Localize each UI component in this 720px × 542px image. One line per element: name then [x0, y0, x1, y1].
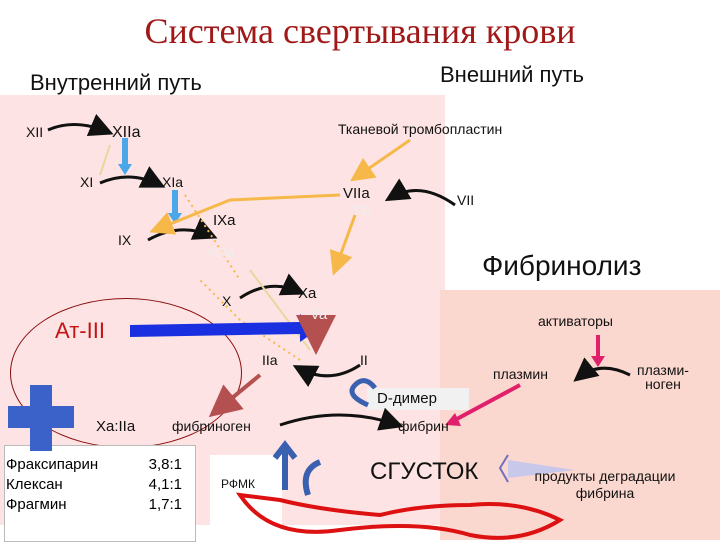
factor-ii: II [360, 352, 368, 368]
fibrin-degradation-products: продукты деградации фибрина [534, 468, 676, 501]
feedback-xia-x [184, 194, 241, 281]
feedback-xiia-xi [99, 144, 111, 176]
table-row: Фрагмин 1,7:1 [4, 495, 184, 515]
intrinsic-pathway-title: Внутренний путь [30, 70, 202, 95]
clot-label: СГУСТОК [370, 458, 479, 485]
drug-ratio-box [4, 445, 196, 542]
fibrinogen-label: фибриноген [172, 418, 251, 434]
drug-name: Клексан [6, 476, 63, 493]
drug-ratio: 1,7:1 [148, 496, 182, 513]
factor-x: X [222, 293, 232, 309]
factor-vii: VII [457, 192, 475, 208]
rfmk-label: РФМК [221, 477, 255, 491]
arrow-xi-xia [99, 166, 166, 188]
feedback-iia-x [199, 279, 301, 361]
fibrin-clot-arrows [272, 440, 298, 490]
table-row: Клексан 4,1:1 [4, 475, 184, 495]
arrow-x-xa [239, 273, 306, 300]
factor-iia: IIa [262, 352, 278, 368]
factor-ix: IX [118, 232, 132, 248]
drug-name: Фраксипарин [6, 456, 99, 473]
d-dimer-label: D-димер [377, 390, 437, 407]
d-dimer-curl [349, 378, 377, 408]
factor-tf: ТФ [352, 202, 371, 218]
fibrinolysis-title: Фибринолиз [482, 250, 642, 281]
arrow-iia-fibrinogen [208, 373, 262, 418]
fibrinolysis-region [440, 290, 720, 540]
activators-label: активаторы [538, 313, 613, 329]
factor-va: Va [310, 306, 328, 323]
drug-name: Фрагмин [6, 496, 67, 513]
arrow-vii-viia [384, 178, 456, 207]
feedback-viia-x [329, 214, 357, 276]
arrow-fibrinogen-fibrin [279, 407, 404, 431]
arrow-plasminogen-plasmin [573, 357, 631, 382]
factor-ixa: IXa [213, 212, 236, 229]
d-dimer-box [367, 388, 469, 410]
at3-label: Ат-III [55, 318, 105, 343]
clot-loop [235, 492, 565, 540]
at3-inhibition-arrow [130, 314, 320, 342]
tissue-thromboplastin: Тканевой тромбопластин [338, 121, 503, 137]
factor-xia: XIa [162, 174, 184, 190]
arrow-plasmin-fibrin [454, 383, 521, 422]
page-title: Система свертывания крови [144, 11, 576, 51]
arrow-ii-iia [292, 363, 361, 388]
plasmin-label: плазмин [493, 366, 548, 382]
drug-ratio: 4,1:1 [148, 476, 182, 493]
factor-xa: Xa [298, 285, 317, 302]
rfmk-box [210, 455, 282, 525]
factor-viia: VIIa [343, 185, 370, 202]
table-row: Фраксипарин 3,8:1 [4, 455, 184, 475]
feedback-tissue-thromboplastin [350, 138, 411, 182]
xa-iia-label: Xa:IIa [96, 418, 136, 435]
extrinsic-pathway-title: Внешний путь [440, 62, 584, 87]
arrow-xii-xiia [47, 113, 114, 137]
fibrin-label: фибрин [398, 418, 449, 434]
factor-xii: XII [26, 124, 44, 140]
arrow-clot-degradation [508, 460, 575, 478]
drug-ratio: 3,8:1 [148, 456, 182, 473]
plasminogen-label: плазми-ноген [637, 362, 689, 392]
factor-xiia: XIIa [112, 124, 141, 141]
arrow-ix-ixa [147, 217, 218, 242]
drug-ratio-table: Фраксипарин 3,8:1 Клексан 4,1:1 Фрагмин … [4, 455, 184, 515]
feedback-viia-ix [149, 193, 341, 235]
factor-xi: XI [80, 174, 94, 190]
factor-viiia: VIIIa [206, 244, 235, 260]
